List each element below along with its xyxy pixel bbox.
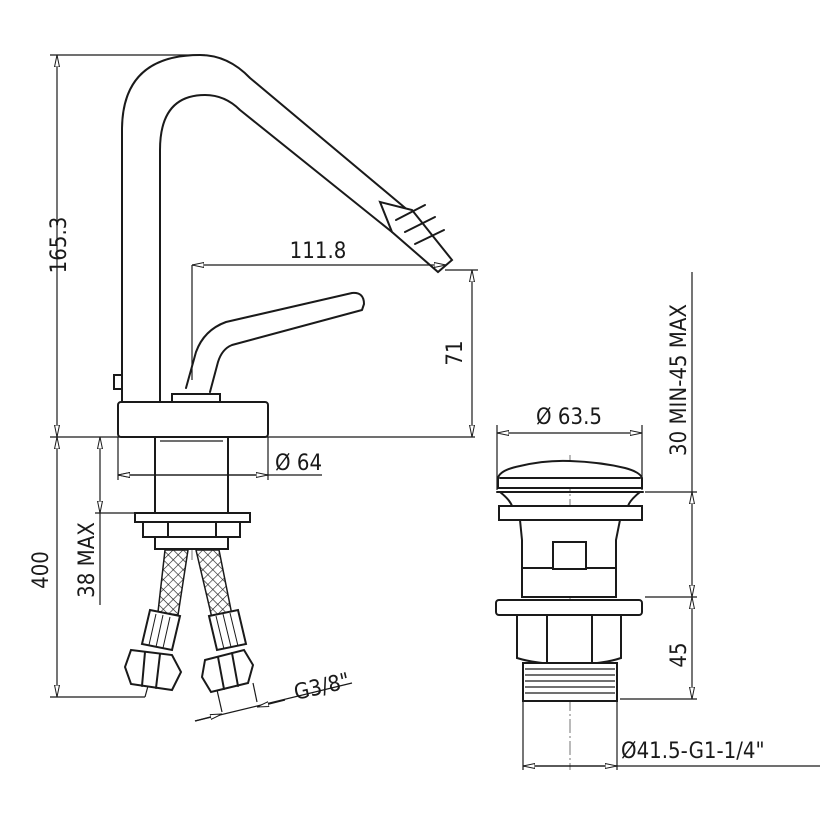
spout xyxy=(121,54,411,403)
waste-drawing: Ø 63.5 30 MIN-45 MAX 45 Ø41.5-G1-1/4" xyxy=(495,272,820,770)
dim-body-diameter: Ø 64 xyxy=(275,451,322,476)
mixer-drawing: 165.3 400 111.8 71 Ø 64 38 MAX G3/8" xyxy=(29,54,478,722)
waste-cap xyxy=(497,459,643,489)
dim-cap-diameter: Ø 63.5 xyxy=(536,405,602,430)
dim-hose-connection: G3/8" xyxy=(292,669,352,706)
hose-nut-left xyxy=(123,648,183,692)
mixer-body xyxy=(117,401,269,438)
hose-nut-right xyxy=(200,648,255,694)
fixing-washer xyxy=(134,512,251,523)
lever-base xyxy=(171,393,221,403)
dim-deck-range: 30 MIN-45 MAX xyxy=(667,304,692,456)
mixer-dimensions: 165.3 400 111.8 71 Ø 64 38 MAX G3/8" xyxy=(29,54,478,722)
waste-backnut-washer xyxy=(495,599,643,616)
shank-end xyxy=(154,536,229,550)
dim-spout-height: 71 xyxy=(443,340,468,365)
waste-flange xyxy=(498,505,643,521)
spout-nozzle xyxy=(378,200,454,274)
dim-height: 165.3 xyxy=(47,217,72,274)
dim-deck-thickness: 38 MAX xyxy=(75,522,100,598)
waste-dimensions: Ø 63.5 30 MIN-45 MAX 45 Ø41.5-G1-1/4" xyxy=(496,272,820,770)
fixing-nut xyxy=(142,521,241,538)
aerator-knob xyxy=(113,374,123,390)
lever-handle xyxy=(185,291,365,393)
dim-thread-spec: Ø41.5-G1-1/4" xyxy=(621,739,765,764)
waste-window xyxy=(552,541,587,570)
dim-spout-reach: 111.8 xyxy=(290,239,347,264)
dim-hose-length: 400 xyxy=(29,551,54,589)
flexible-hoses xyxy=(123,549,258,713)
dim-thread-length: 45 xyxy=(667,642,692,667)
waste-backnut xyxy=(516,614,622,666)
